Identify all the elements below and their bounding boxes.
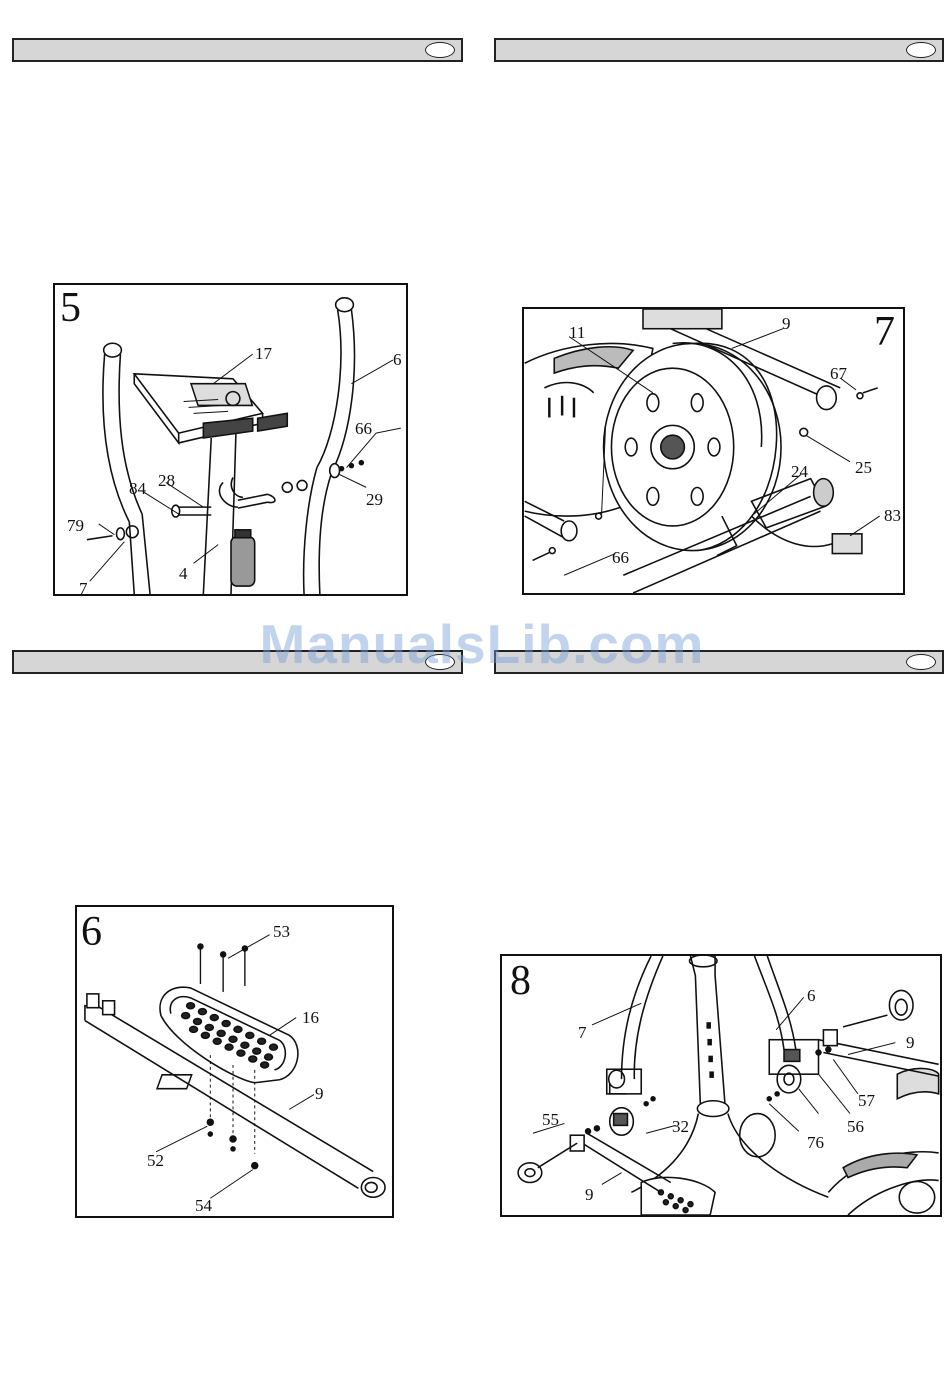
- part-label-25: 25: [855, 459, 872, 476]
- part-label-16: 16: [302, 1009, 319, 1026]
- figure-8-drawing: [502, 956, 940, 1215]
- figure-5-frame: 5 17 6 66 28 84 29 79 4 7: [53, 283, 408, 596]
- figure-8-number: 8: [510, 960, 531, 1002]
- part-label-11: 11: [569, 324, 585, 341]
- part-label-9-right: 9: [906, 1034, 915, 1051]
- part-label-57: 57: [858, 1092, 875, 1109]
- part-label-28: 28: [158, 472, 175, 489]
- figure-6-number: 6: [81, 911, 102, 953]
- section-header-bar-mid-right: [494, 650, 944, 674]
- figure-5-drawing: [55, 285, 406, 594]
- page-number-oval: [906, 654, 936, 670]
- part-label-29: 29: [366, 491, 383, 508]
- part-label-9: 9: [782, 315, 791, 332]
- figure-5-number: 5: [60, 287, 81, 329]
- part-label-7: 7: [578, 1024, 587, 1041]
- figure-6-drawing: [77, 907, 392, 1216]
- section-header-bar-mid-left: [12, 650, 463, 674]
- part-label-55: 55: [542, 1111, 559, 1128]
- figure-7-number: 7: [874, 311, 895, 353]
- part-label-4: 4: [179, 565, 188, 582]
- part-label-66: 66: [612, 549, 629, 566]
- figure-7-drawing: [524, 309, 903, 593]
- part-label-56: 56: [847, 1118, 864, 1135]
- figure-7-frame: 7 11 9 67 25 24 83 66: [522, 307, 905, 595]
- part-label-76: 76: [807, 1134, 824, 1151]
- part-label-6: 6: [393, 351, 402, 368]
- part-label-83: 83: [884, 507, 901, 524]
- part-label-17: 17: [255, 345, 272, 362]
- part-label-9-left: 9: [585, 1186, 594, 1203]
- part-label-52: 52: [147, 1152, 164, 1169]
- part-label-67: 67: [830, 365, 847, 382]
- section-header-bar-top-left: [12, 38, 463, 62]
- page-number-oval: [906, 42, 936, 58]
- part-label-84: 84: [129, 480, 146, 497]
- part-label-7: 7: [79, 580, 88, 596]
- part-label-9: 9: [315, 1085, 324, 1102]
- part-label-53: 53: [273, 923, 290, 940]
- figure-6-frame: 6 53 16 9 52 54: [75, 905, 394, 1218]
- part-label-66: 66: [355, 420, 372, 437]
- part-label-79: 79: [67, 517, 84, 534]
- page-number-oval: [425, 654, 455, 670]
- section-header-bar-top-right: [494, 38, 944, 62]
- part-label-6: 6: [807, 987, 816, 1004]
- part-label-24: 24: [791, 463, 808, 480]
- page-number-oval: [425, 42, 455, 58]
- part-label-32: 32: [672, 1118, 689, 1135]
- figure-8-frame: 8 7 6 9 57 56 55 32 76 9: [500, 954, 942, 1217]
- part-label-54: 54: [195, 1197, 212, 1214]
